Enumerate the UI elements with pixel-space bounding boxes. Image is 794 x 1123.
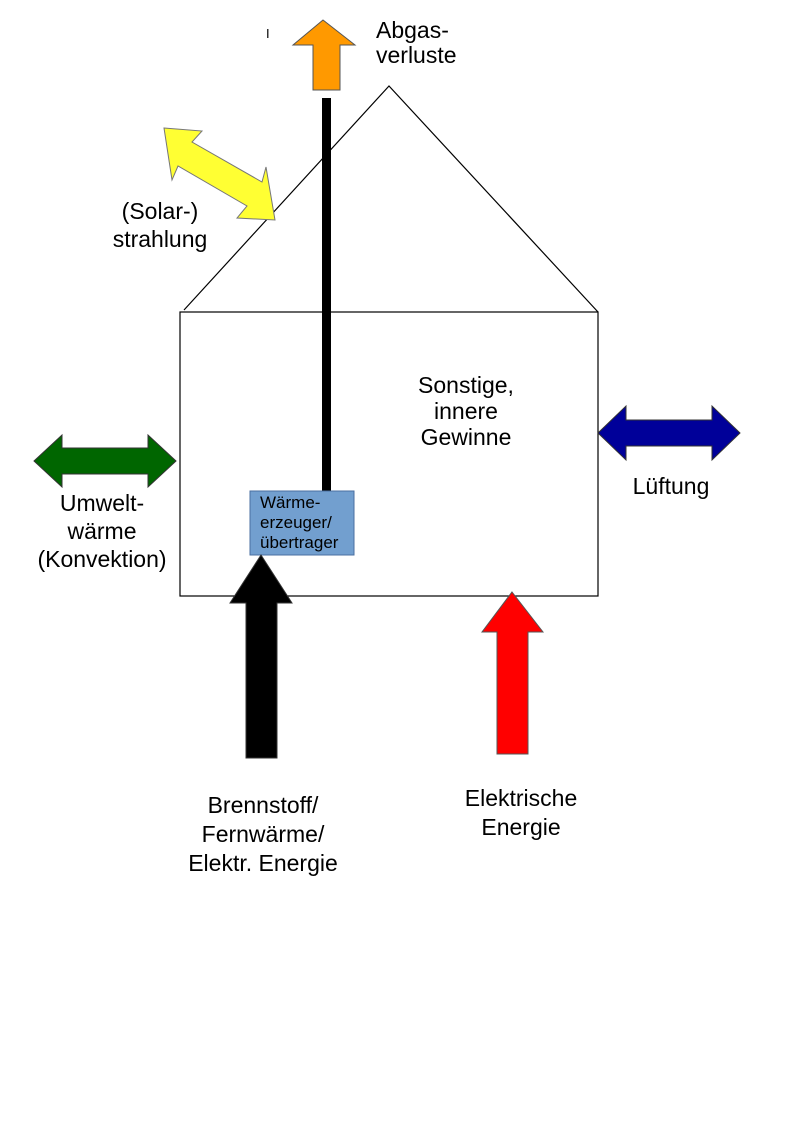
ambient-heat-label-line: Umwelt- [60,490,144,516]
solar-label-line: strahlung [113,226,208,252]
fuel-label: Brennstoff/Fernwärme/Elektr. Energie [188,792,338,876]
internal-gains-label-line: Gewinne [421,424,512,450]
ventilation-label-line: Lüftung [633,473,710,499]
house-roof [183,85,599,313]
ambient-double-arrow [33,433,177,489]
electric-arrow [481,591,545,755]
ambient-heat-label-line: (Konvektion) [37,546,166,572]
electric-energy-label-line: Elektrische [465,785,577,811]
exhaust-arrow [291,19,357,91]
heat-generator-label-line: übertrager [260,533,339,552]
ventilation-label: Lüftung [633,473,710,499]
fuel-label-line: Brennstoff/ [208,792,319,818]
internal-gains-label-line: innere [434,398,498,424]
solar-double-arrow [163,127,276,221]
tick-mark [267,29,269,38]
fuel-label-line: Fernwärme/ [202,821,325,847]
internal-gains-label-line: Sonstige, [418,372,514,398]
fuel-arrow [229,554,293,759]
ventilation-double-arrow [597,404,741,462]
exhaust-label: Abgas-verluste [376,17,457,68]
electric-energy-label-line: Energie [481,814,560,840]
exhaust-label-line: Abgas- [376,17,449,43]
exhaust-label-line: verluste [376,42,457,68]
heat-generator-box [249,490,355,556]
solar-label-line: (Solar-) [122,198,199,224]
heat-generator-label-line: Wärme- [260,493,320,512]
chimney-flue [322,98,331,494]
heat-generator-label: Wärme-erzeuger/übertrager [260,493,339,552]
solar-label: (Solar-)strahlung [113,198,208,252]
fuel-label-line: Elektr. Energie [188,850,338,876]
ambient-heat-label-line: wärme [66,518,136,544]
heat-generator-label-line: erzeuger/ [260,513,332,532]
ambient-heat-label: Umwelt-wärme(Konvektion) [37,490,166,572]
house-body [179,311,599,597]
